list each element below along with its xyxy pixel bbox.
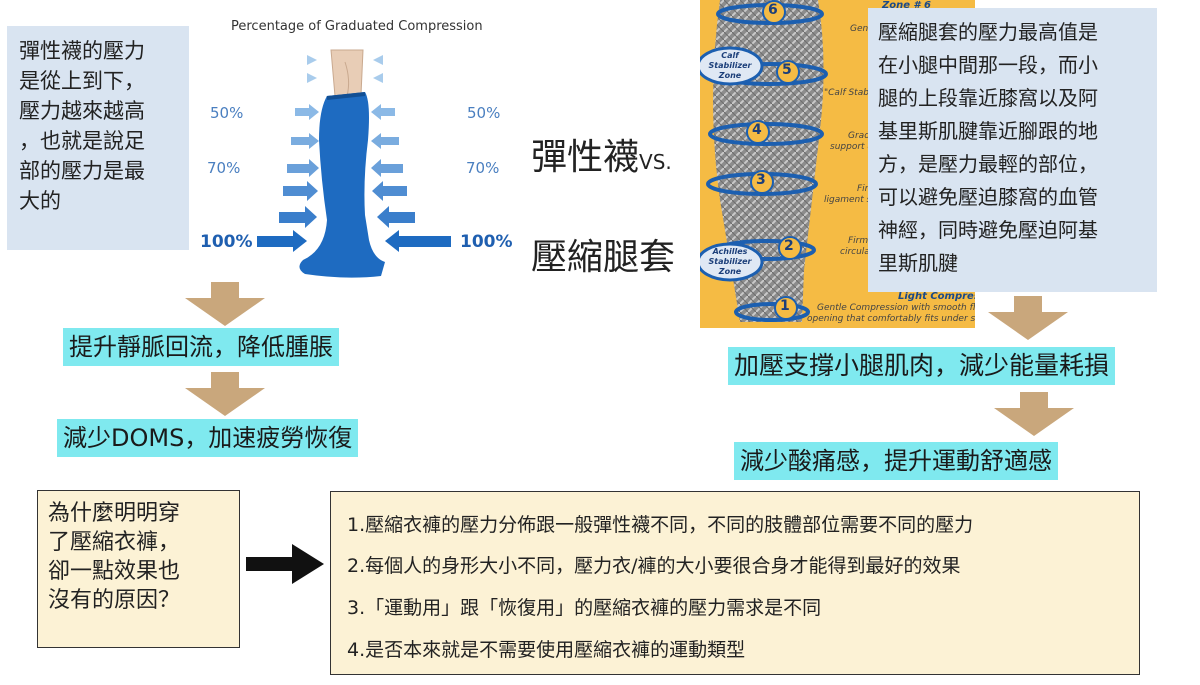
sleeve-note: 壓縮腿套的壓力最高值是 在小腿中間那一段，而小 腿的上段靠近膝窩以及阿 基里斯肌…	[868, 8, 1157, 292]
zone-number-6: 6	[768, 2, 778, 18]
pct-100-right: 100%	[460, 232, 513, 252]
zone-5-text: "Calf Stabiliz	[824, 88, 882, 98]
down-arrow-icon	[994, 392, 1074, 436]
graduated-stocking-graphic	[257, 49, 451, 278]
reason-item-1: 1.壓縮衣褲的壓力分佈跟一般彈性襪不同，不同的肢體部位需要不同的壓力	[347, 514, 974, 536]
zone-number-2: 2	[784, 238, 794, 254]
down-arrow-icon	[185, 372, 265, 416]
stocking-note: 彈性襪的壓力 是從上到下， 壓力越來越高 ，也就是說足 部的壓力是最 大的	[7, 26, 189, 250]
pct-50-right: 50%	[467, 104, 501, 122]
achilles-stabilizer-label: Achilles Stabilizer Zone	[708, 247, 752, 276]
pct-50-left: 50%	[210, 104, 244, 122]
calf-stabilizer-label: Calf Stabilizer Zone	[708, 51, 752, 80]
zone-4-text-a: Grad	[848, 131, 870, 141]
pct-70-right: 70%	[466, 159, 500, 177]
zone-header: Zone # 6	[882, 0, 931, 11]
title-calf-sleeve: 壓縮腿套	[531, 237, 676, 278]
page-title: 彈性襪VS. 壓縮腿套	[531, 86, 675, 282]
reason-item-2: 2.每個人的身形大小不同，壓力衣/褲的大小要很合身才能得到最好的效果	[347, 555, 961, 577]
sleeve-benefit-muscle-support: 加壓支撐小腿肌肉，減少能量耗損	[728, 347, 1116, 385]
zone-1-desc-2: opening that comfortably fits under sock…	[807, 314, 975, 324]
sleeve-benefit-comfort: 減少酸痛感，提升運動舒適感	[734, 442, 1058, 480]
right-arrow-icon	[246, 544, 324, 584]
down-arrow-icon	[185, 282, 265, 326]
reason-item-3: 3.「運動用」跟「恢復用」的壓縮衣褲的壓力需求是不同	[347, 597, 822, 619]
reason-item-4: 4.是否本來就是不需要使用壓縮衣褲的運動類型	[347, 639, 746, 661]
stocking-benefit-venous-return: 提升靜脈回流，降低腫脹	[63, 328, 339, 366]
zone-2-text-a: Firm M	[848, 236, 879, 246]
pct-100-left: 100%	[200, 232, 253, 252]
title-stocking: 彈性襪	[531, 137, 640, 178]
stocking-benefit-doms: 減少DOMS，加速疲勞恢復	[57, 419, 359, 457]
reasons-box: 1.壓縮衣褲的壓力分佈跟一般彈性襪不同，不同的肢體部位需要不同的壓力 2.每個人…	[330, 491, 1140, 675]
zone-1-desc-1: Gentle Compression with smooth flat	[817, 303, 975, 313]
zone-6-text: Gentl	[850, 24, 875, 34]
zone-2-text-b: circulat	[840, 247, 874, 257]
zone-3-text-b: ligament su	[824, 195, 878, 205]
zone-number-4: 4	[752, 122, 762, 138]
pct-70-left: 70%	[207, 159, 241, 177]
zone-number-3: 3	[756, 172, 766, 188]
question-box: 為什麼明明穿 了壓縮衣褲， 卻一點效果也 沒有的原因？	[37, 490, 240, 648]
zone-3-text-a: Fir	[857, 184, 869, 194]
title-vs: VS.	[639, 150, 672, 174]
down-arrow-icon	[988, 296, 1068, 340]
zone-number-5: 5	[782, 62, 792, 78]
zone-4-text-b: support &	[830, 142, 875, 152]
chart-caption: Percentage of Graduated Compression	[231, 19, 483, 34]
zone-1-title: Light Compression	[898, 291, 975, 302]
zone-number-1: 1	[780, 298, 790, 314]
